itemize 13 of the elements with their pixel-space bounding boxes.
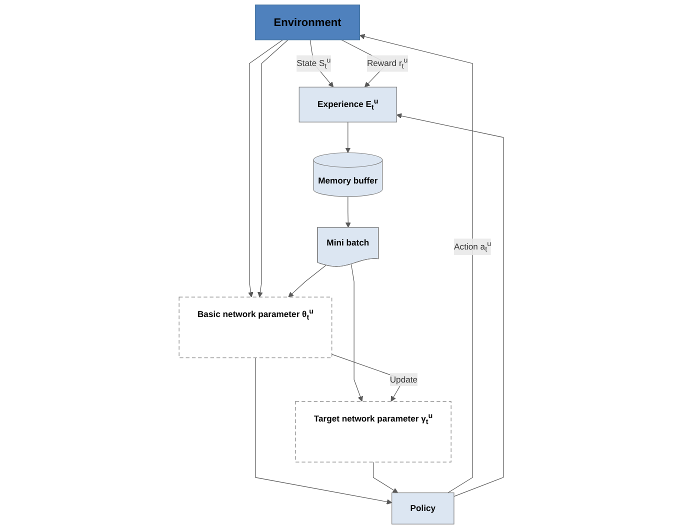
arrow <box>255 358 392 504</box>
arrow <box>248 40 284 298</box>
arrow <box>288 264 327 298</box>
arrow <box>346 196 352 228</box>
arrow <box>351 264 364 402</box>
node-box: Policy <box>392 492 455 524</box>
arrow <box>373 462 398 494</box>
node-box: Environment <box>255 4 360 40</box>
arrow <box>396 113 504 497</box>
arrow <box>360 34 474 494</box>
arrow <box>258 40 289 298</box>
arrow <box>346 122 351 153</box>
edge-label: Update <box>390 374 418 384</box>
